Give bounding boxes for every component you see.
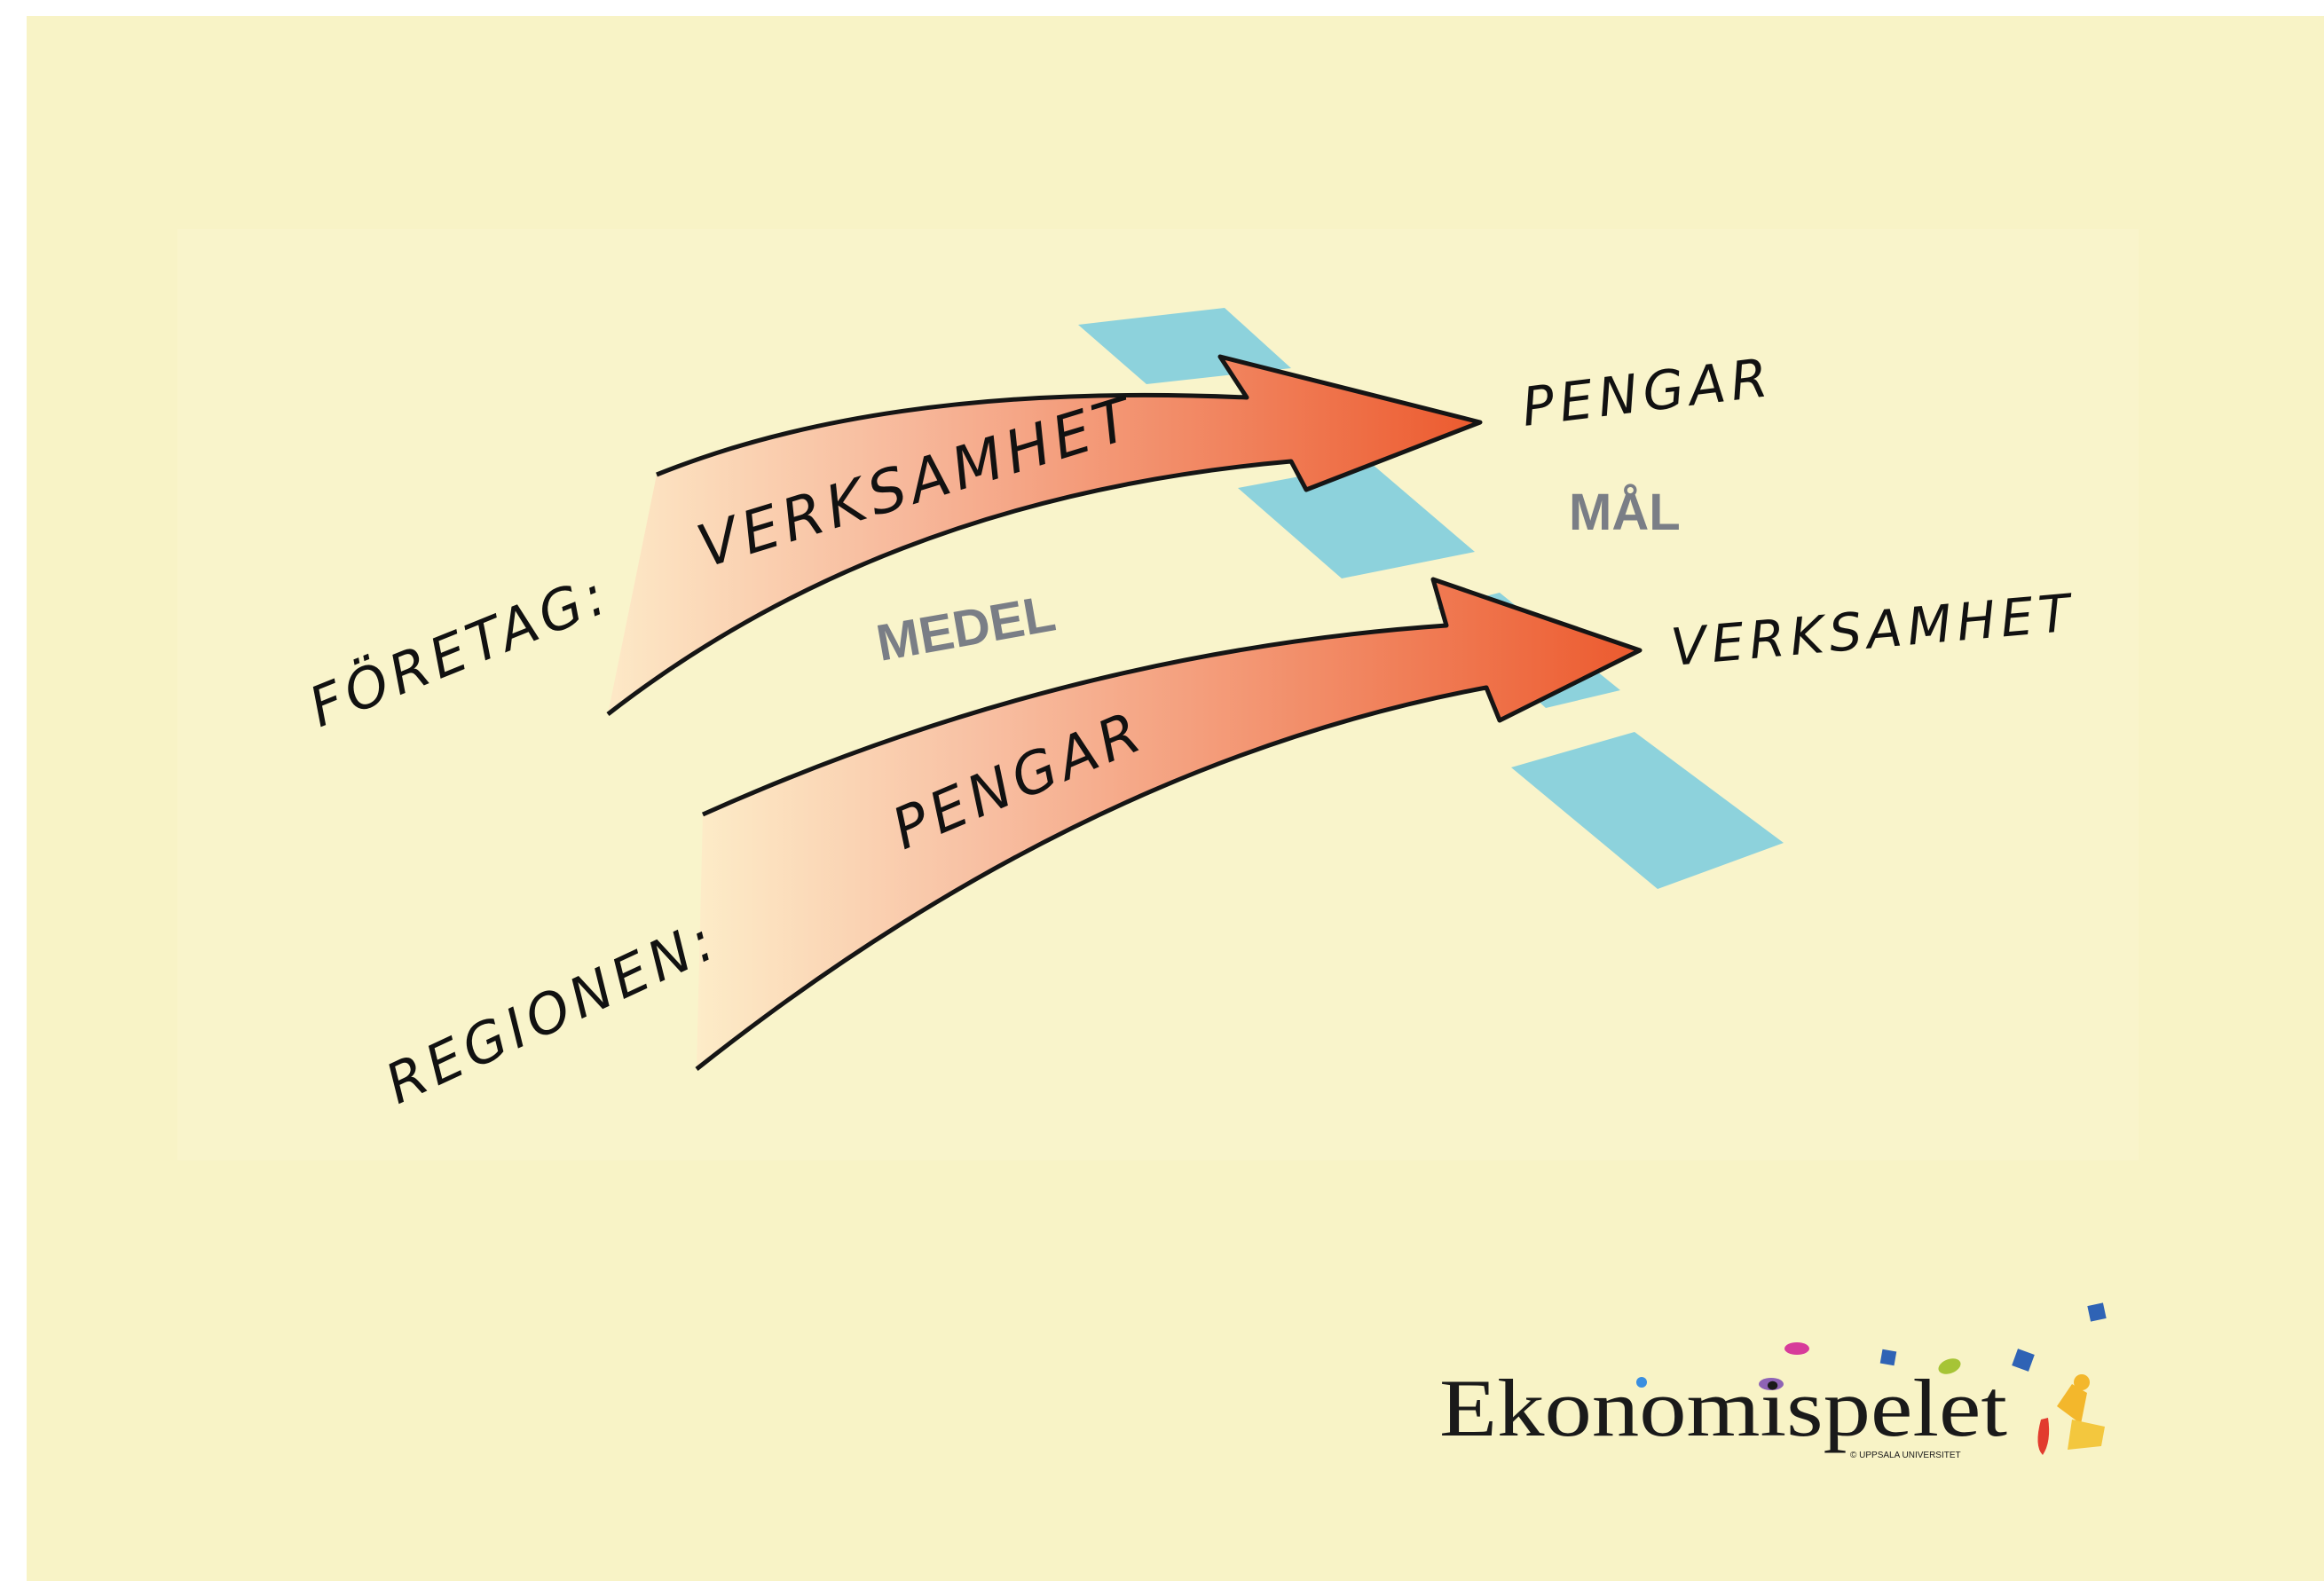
logo-subtitle: © UPPSALA UNIVERSITET — [1850, 1451, 1961, 1460]
ekonomispelet-logo: Ekonomispelet © UPPSALA UNIVERSITET — [1439, 1302, 2107, 1460]
goal-label: MÅL — [1569, 484, 1681, 541]
region-arrow-outline — [695, 577, 1643, 1071]
region-arrow-shape — [697, 579, 1640, 1069]
companies-arrow-outline — [606, 354, 1483, 716]
logo-figure-icon — [2037, 1374, 2105, 1455]
goal-band-segment — [1238, 463, 1475, 578]
region-arrow — [695, 577, 1643, 1071]
companies-arrow — [606, 354, 1483, 716]
logo-confetti — [1636, 1302, 2107, 1390]
logo-wordmark: Ekonomispelet — [1439, 1363, 2007, 1453]
companies-arrow-shape — [608, 357, 1480, 714]
goal-band-segment — [1511, 732, 1784, 889]
